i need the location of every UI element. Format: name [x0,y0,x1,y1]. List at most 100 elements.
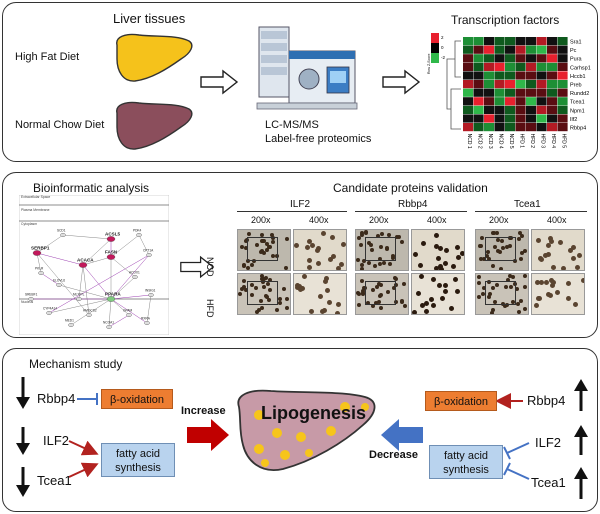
nucleus-dot [267,244,272,249]
nucleus-dot [575,265,581,270]
heatmap-cell [505,62,516,71]
network-edge [110,234,140,258]
nucleus-dot [244,288,249,293]
heatmap-cell [557,45,568,54]
nucleus-dot [490,310,495,314]
nucleus-dot [284,265,289,270]
nucleus-dot [476,274,481,279]
heatmap-row-label: Ilf2 [570,117,577,123]
nucleus-dot [500,246,505,251]
network-edge [82,264,90,316]
network-node: INSIG1 [145,289,156,297]
heatmap-cell [515,123,526,132]
nucleus-dot [397,235,402,240]
nucleus-dot [323,279,329,285]
heatmap-cell [536,62,547,71]
network-edge [48,254,150,314]
heatmap-dendrogram [446,40,461,130]
down-arrow-icon-ilf2 [16,427,30,455]
nucleus-dot [416,290,422,296]
panel-proteomics: Liver tissues High Fat Diet Normal Chow … [2,2,598,162]
heatmap-cell [526,97,537,106]
heatmap-cell [494,71,505,80]
network-node: CPT1A [143,249,154,258]
down-arrow-icon-rbbp4 [16,377,30,409]
heatmap-col-label: HFD 5 [561,134,567,149]
nucleus-dot [505,278,510,283]
nucleus-dot [258,250,263,255]
nucleus-dot [543,280,549,286]
nucleus-dot [316,246,322,252]
legend-tick: 2 [441,35,444,40]
heatmap-cell [557,123,568,132]
nucleus-dot [246,266,251,270]
svg-text:INSIG1: INSIG1 [145,289,156,293]
nucleus-dot [571,245,577,251]
nucleus-dot [340,242,346,248]
zoom-inset-box [365,237,396,262]
nucleus-dot [399,239,404,244]
row-label-ncd: NCD [205,257,215,277]
ihc-micrograph [237,273,291,315]
nucleus-dot [278,301,283,306]
nucleus-dot [394,283,399,288]
heatmap-cell [557,97,568,106]
network-node: RXRA [141,317,151,325]
mechanism-title: Mechanism study [29,357,123,371]
nucleus-dot [495,238,500,243]
network-node: SERBP1 [31,246,50,256]
nucleus-dot [519,256,524,261]
network-edge [40,272,60,286]
nucleus-dot [369,248,374,253]
up-arrow-icon-ilf2 [574,425,588,455]
lipogenesis-label: Lipogenesis [261,403,367,423]
nucleus-dot [547,235,553,241]
heatmap-cell [526,71,537,80]
legend-tick: 0 [441,45,444,50]
nucleus-dot [306,238,312,244]
mag-200x-2: 200x [369,215,389,225]
nucleus-dot [550,265,556,270]
network-edge [78,264,84,300]
nucleus-dot [254,286,259,291]
nucleus-dot [417,263,423,269]
network-node: MED1 [65,319,74,327]
network-node: GPAM [123,309,132,317]
compartment-label: Cytoplasm [21,222,37,226]
heatmap-cell [505,80,516,89]
nucleus-dot [238,292,242,297]
heatmap-cell [547,80,558,89]
heatmap-col-label: HFD 4 [550,134,556,149]
nucleus-dot [309,243,315,249]
nucleus-dot [268,277,273,282]
network-edge [36,252,84,266]
nucleus-dot [270,240,275,245]
network-edge [146,294,152,324]
nucleus-dot [307,258,313,264]
heatmap-cell [536,37,547,46]
mechanism-diagram [16,377,588,499]
nucleus-dot [443,260,449,266]
nucleus-dot [391,285,396,290]
network-edge [62,234,112,240]
nucleus-dot [335,301,341,307]
heatmap-row-label: Pura [570,57,583,63]
heatmap-cell [515,37,526,46]
nucleus-dot [369,243,374,248]
fas-box-left: fatty acid synthesis [101,443,175,477]
mag-400x-3: 400x [547,215,567,225]
heatmap-cell [515,71,526,80]
heatmap-cell [526,123,537,132]
nucleus-dot [413,252,419,258]
network-node: MLXIPL [73,293,85,301]
nucleus-dot [500,302,505,307]
mag-400x-2: 400x [427,215,447,225]
nucleus-dot [249,262,254,267]
left-tcea1-label: Tcea1 [37,473,72,488]
nucleus-dot [430,303,436,309]
nucleus-dot [377,299,381,304]
nucleus-dot [492,300,497,305]
nucleus-dot [491,308,496,313]
fas-label-right-2: synthesis [443,464,489,476]
nucleus-dot [482,286,487,291]
